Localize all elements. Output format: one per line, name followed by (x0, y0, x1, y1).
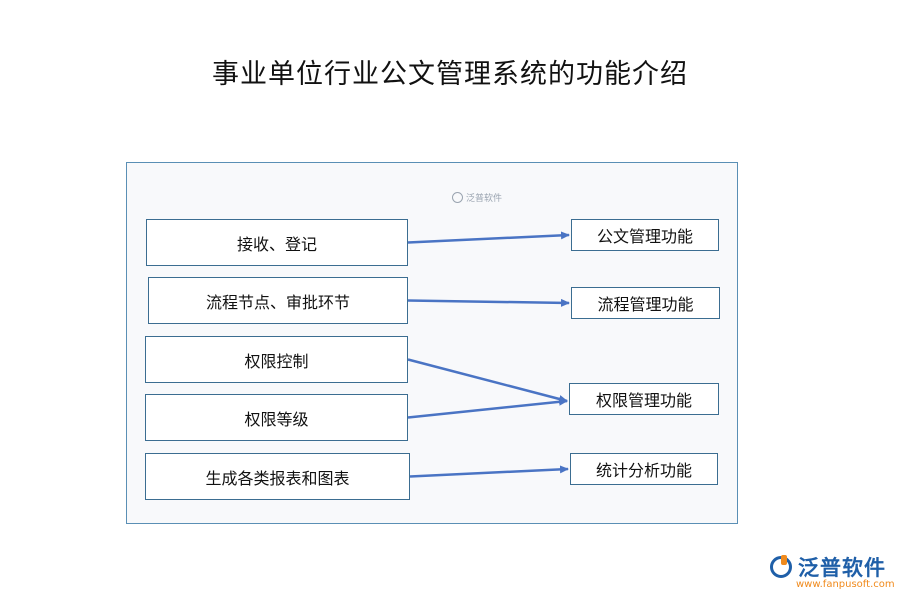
input-box-permission-control: 权限控制 (145, 336, 408, 383)
brand-url: www.fanpusoft.com (796, 579, 895, 590)
input-label: 流程节点、审批环节 (205, 292, 350, 312)
output-label: 统计分析功能 (595, 461, 692, 480)
output-box-process-management: 流程管理功能 (571, 287, 720, 319)
edge-in5-to-out4 (409, 465, 569, 478)
output-label: 流程管理功能 (597, 295, 694, 314)
input-label: 生成各类报表和图表 (205, 468, 350, 488)
input-box-reports-charts: 生成各类报表和图表 (145, 453, 410, 500)
output-box-permission-management: 权限管理功能 (569, 383, 719, 415)
output-label: 权限管理功能 (595, 391, 692, 410)
watermark: 泛普软件 (452, 191, 502, 204)
edge-in2-to-out2 (407, 298, 570, 307)
input-label: 权限等级 (244, 409, 309, 429)
input-box-receive-register: 接收、登记 (146, 219, 408, 266)
watermark-text: 泛普软件 (466, 194, 503, 204)
page-title: 事业单位行业公文管理系统的功能介绍 (212, 59, 688, 90)
input-label: 接收、登记 (236, 234, 317, 254)
input-box-process-approval: 流程节点、审批环节 (148, 277, 408, 324)
output-label: 公文管理功能 (596, 227, 693, 246)
output-box-document-management: 公文管理功能 (571, 219, 719, 251)
input-box-permission-level: 权限等级 (145, 394, 408, 441)
watermark-logo-icon (452, 192, 463, 203)
brand-logo: 泛普软件 (770, 552, 886, 582)
edge-in4-to-out3 (407, 397, 568, 419)
edge-in3-to-out3 (407, 358, 568, 403)
edge-in1-to-out1 (407, 231, 570, 244)
output-box-statistical-analysis: 统计分析功能 (570, 453, 718, 485)
brand-name: 泛普软件 (798, 556, 886, 580)
input-label: 权限控制 (244, 351, 309, 371)
brand-logo-icon (770, 555, 792, 578)
